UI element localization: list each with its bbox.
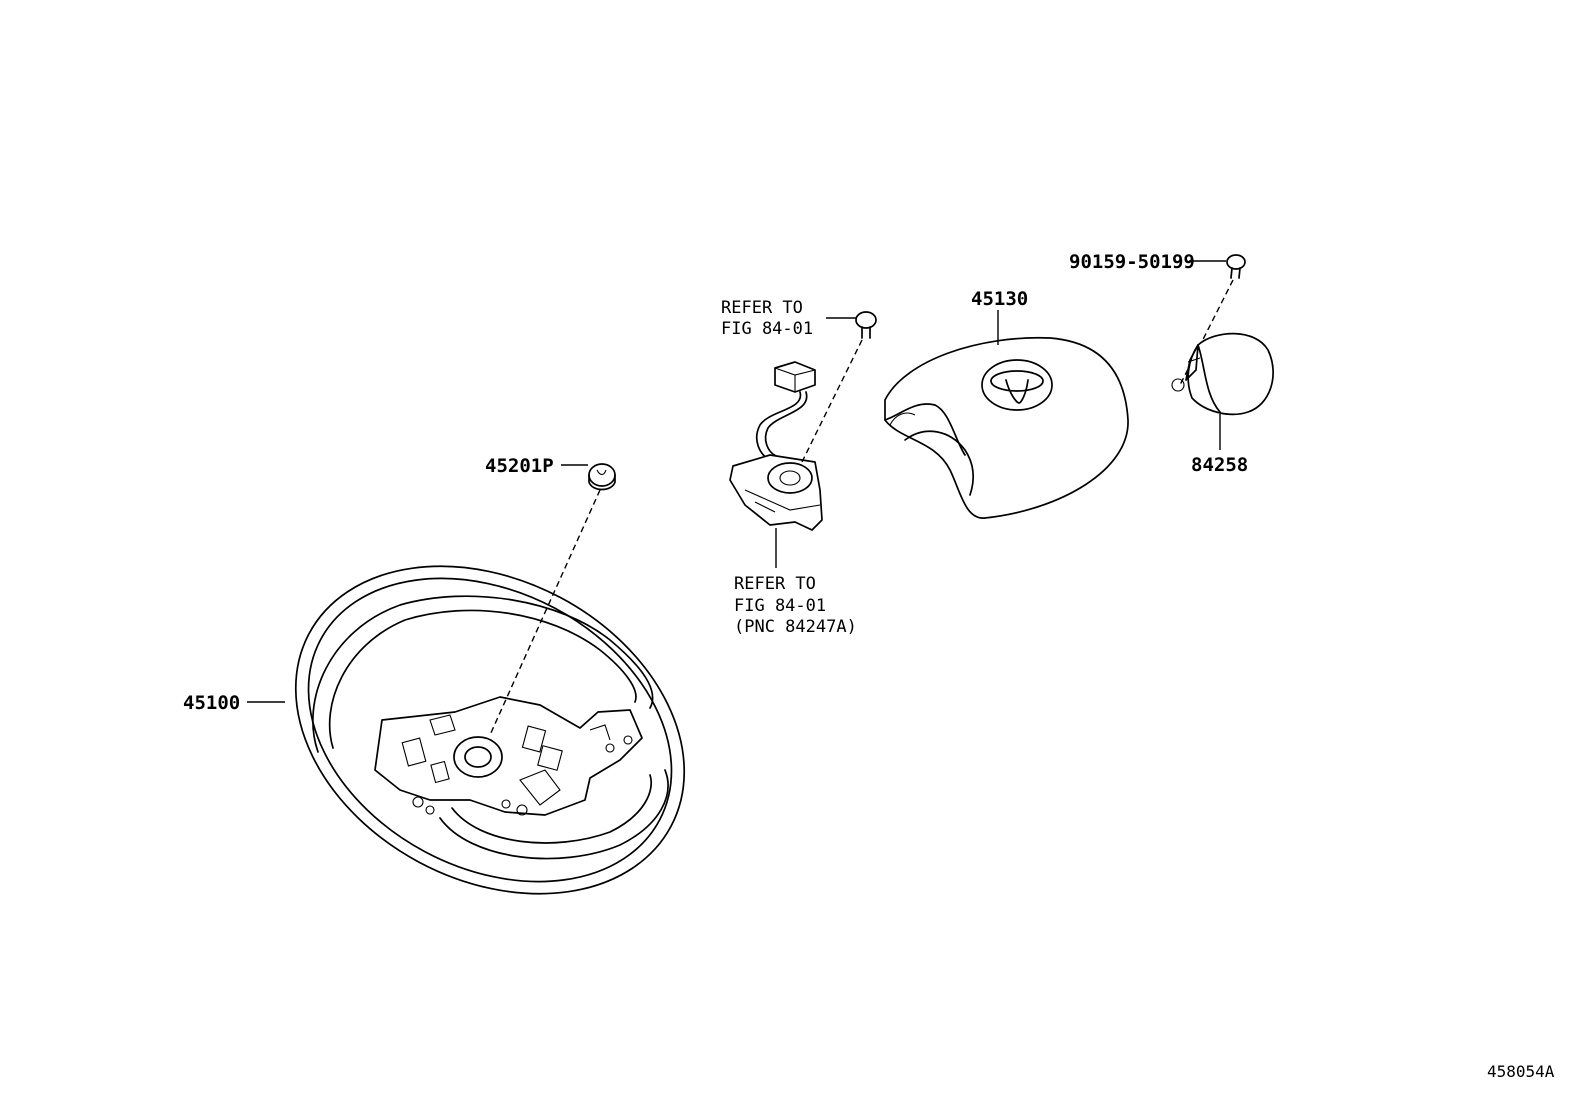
label-45100: 45100 [183, 692, 240, 714]
refer-lower-line1: REFER TO [734, 574, 816, 594]
switch-part [1171, 332, 1274, 416]
diagram-id: 458054A [1487, 1062, 1555, 1081]
spiral-cable-part [729, 361, 823, 531]
refer-upper-line1: REFER TO [721, 298, 803, 318]
emblem-icon [981, 359, 1053, 411]
label-45201P: 45201P [485, 455, 554, 477]
label-90159-50199: 90159-50199 [1069, 251, 1195, 273]
airbag-pad-part [884, 336, 1129, 519]
label-45130: 45130 [971, 288, 1028, 310]
screw-part [1226, 254, 1246, 279]
refer-upper-line2: FIG 84-01 [721, 319, 813, 339]
screw-upper-part [855, 311, 877, 339]
refer-lower-line3: (PNC 84247A) [734, 617, 857, 637]
label-84258: 84258 [1191, 454, 1248, 476]
plug-part [588, 463, 616, 491]
steering-wheel-part [294, 565, 686, 895]
refer-lower-line2: FIG 84-01 [734, 596, 826, 616]
